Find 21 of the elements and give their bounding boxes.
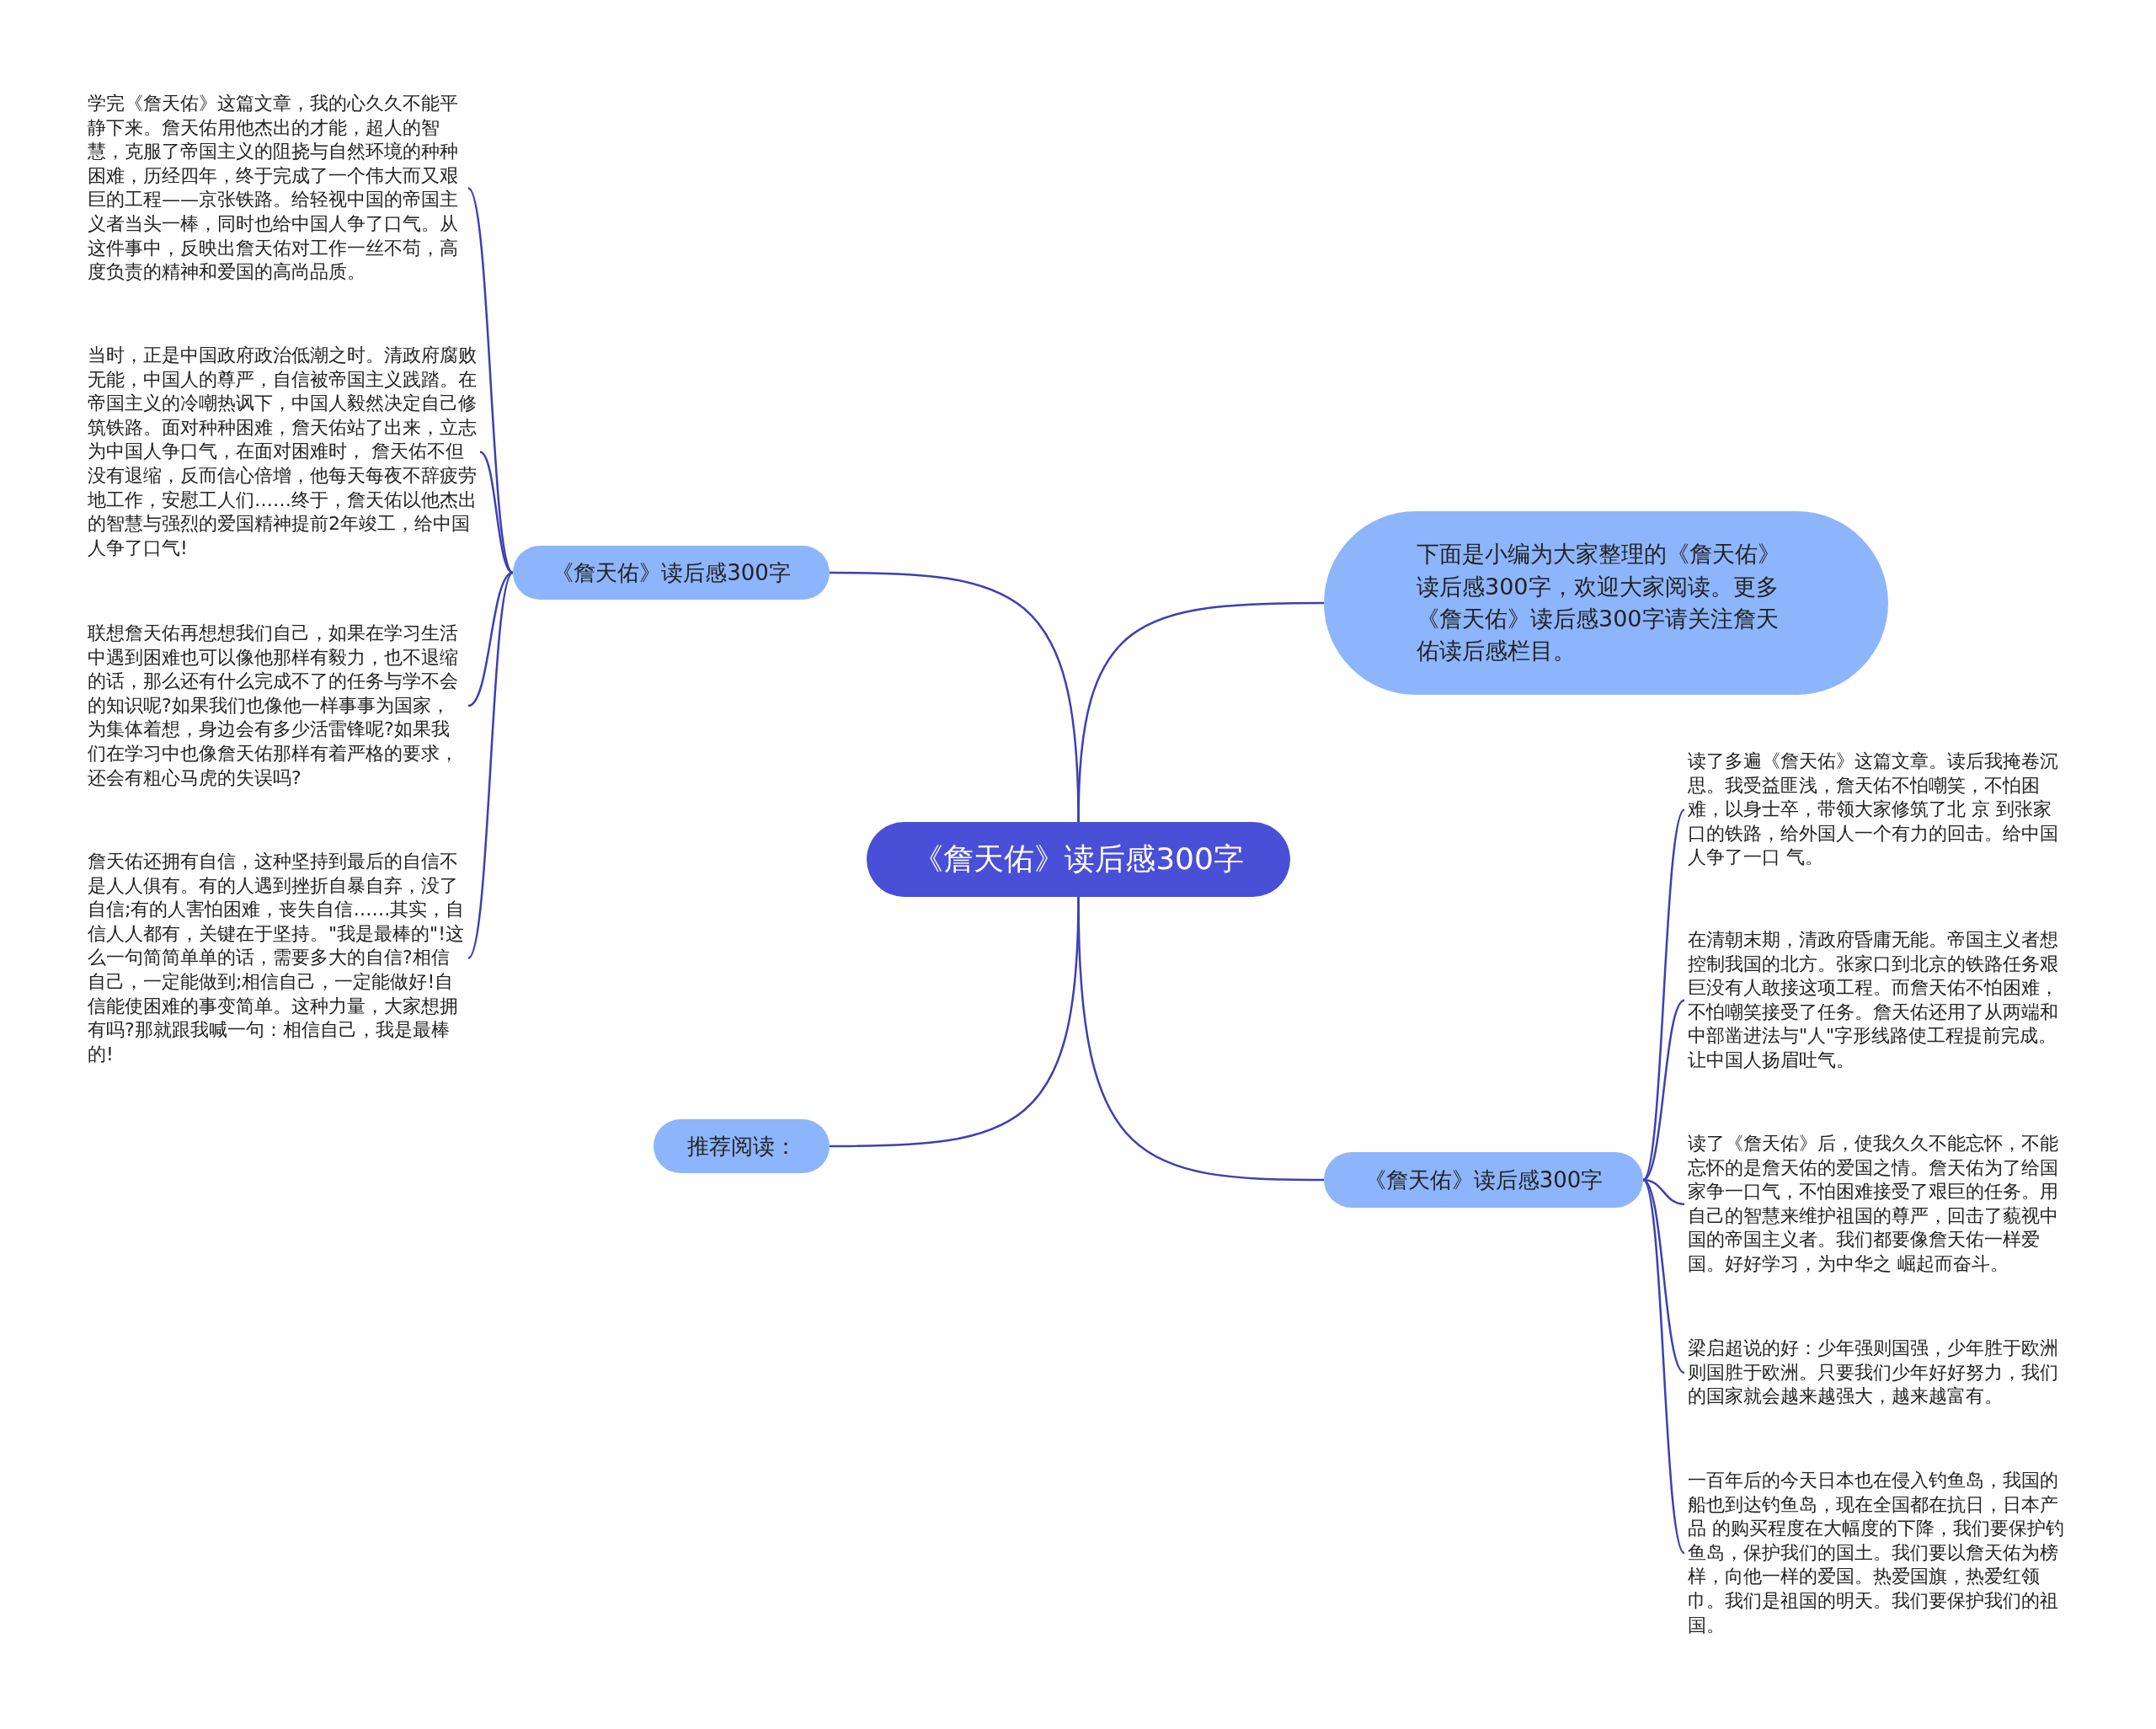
- connector-line: [1641, 1179, 1686, 1554]
- connector-line: [479, 451, 514, 574]
- topic-text: 《詹天佑》读后感300字: [1364, 1166, 1604, 1194]
- note-text: 在清朝末期，清政府昏庸无能。帝国主义者想控制我国的北方。张家口到北京的铁路任务艰巨没有人敢接这项工程。而詹天佑不怕困难，不怕嘲笑接受了任务。詹天佑还用了从两端和中部凿进法与"人"字形线路使工程提前完成。让中国人扬眉吐气。: [1688, 929, 2058, 1070]
- note-text: 一百年后的今天日本也在侵入钓鱼岛，我国的船也到达钓鱼岛，现在全国都在抗日，日本产品 的购买程度在大幅度的下降，我们要保护钓鱼岛，保护我们的国土。我们要以詹天佑为榜样，向他一样的爱国。热爱国旗，热爱红领巾。我们是祖国的明天。我们要保护我们的祖国。: [1688, 1470, 2064, 1636]
- note-text: 梁启超说的好：少年强则国强，少年胜于欧洲则国胜于欧洲。只要我们少年好好努力，我们的国家就会越来越强大，越来越富有。: [1688, 1337, 2058, 1407]
- topic-text: 《詹天佑》读后感300字: [913, 840, 1244, 878]
- note-text: 詹天佑还拥有自信，这种坚持到最后的自信不是人人俱有。有的人遇到挫折自暴自弃，没了自信;有的人害怕困难，丧失自信……其实，自信人人都有，关键在于坚持。"我是最棒的"!这么一句简简单单的话，需要多大的自信?相信自己，一定能做到;相信自己，一定能做好!自信能使困难的事变简单。这种力量，大家想拥有吗?那就跟我喊一句：相信自己，我是最棒的!: [88, 851, 465, 1065]
- topic-text: 推荐阅读：: [686, 1132, 797, 1161]
- note-text: 当时，正是中国政府政治低潮之时。清政府腐败无能，中国人的尊严，自信被帝国主义践踏。在帝国主义的冷嘲热讽下，中国人毅然决定自己修筑铁路。面对种种困难，詹天佑站了出来，立志为中国人争口气，在面对困难时， 詹天佑不但没有退缩，反而信心倍增，他每天每夜不辞疲劳地工作，安慰工人们……终于，詹天佑以他杰出的智慧与强烈的爱国精神提前2年竣工，给中国人争了口气!: [88, 344, 477, 558]
- topic-text: 《詹天佑》读后感300字: [552, 558, 791, 587]
- connector-line: [1642, 999, 1685, 1181]
- connector-line: [467, 572, 515, 959]
- connector-line: [1077, 601, 1324, 823]
- note-text: 联想詹天佑再想想我们自己，如果在学习生活中遇到困难也可以像他那样有毅力，也不退缩的话，那么还有什么完成不了的任务与学不会的知识呢?如果我们也像他一样事事为国家，为集体着想，身边会有多少活雷锋呢?如果我们在学习中也像詹天佑那样有着严格的要求，还会有粗心马虎的失误吗?: [88, 622, 458, 788]
- topic-text: 下面是小编为大家整理的《詹天佑》读后感300字，欢迎大家阅读。更多《詹天佑》读后感300字请关注詹天佑读后感栏目。: [1417, 540, 1781, 666]
- note-text: 学完《詹天佑》这篇文章，我的心久久不能平静下来。詹天佑用他杰出的才能，超人的智慧，克服了帝国主义的阻挠与自然环境的种种困难，历经四年，终于完成了一个伟大而又艰巨的工程——京张铁路。给轻视中国的帝国主义者当头一棒，同时也给中国人争了口气。从这件事中，反映出詹天佑对工作一丝不苟，高度负责的精神和爱国的高尚品质。: [88, 93, 458, 283]
- note-text: 读了多遍《詹天佑》这篇文章。读后我掩卷沉思。我受益匪浅，詹天佑不怕嘲笑，不怕困难，以身士卒，带领大家修筑了北 京 到张家口的铁路，给外国人一个有力的回击。给中国人争了一口 气。: [1688, 750, 2058, 868]
- connector-line: [1077, 896, 1324, 1182]
- connector-line: [467, 571, 514, 707]
- note-text: 读了《詹天佑》后，使我久久不能忘怀，不能忘怀的是詹天佑的爱国之情。詹天佑为了给国家争一口气，不怕困难接受了艰巨的任务。用自己的智慧来维护祖国的尊严，回击了藐视中国的帝国主义者。我们都要像詹天佑一样爱国。好好学习，为中华之 崛起而奋斗。: [1688, 1133, 2058, 1274]
